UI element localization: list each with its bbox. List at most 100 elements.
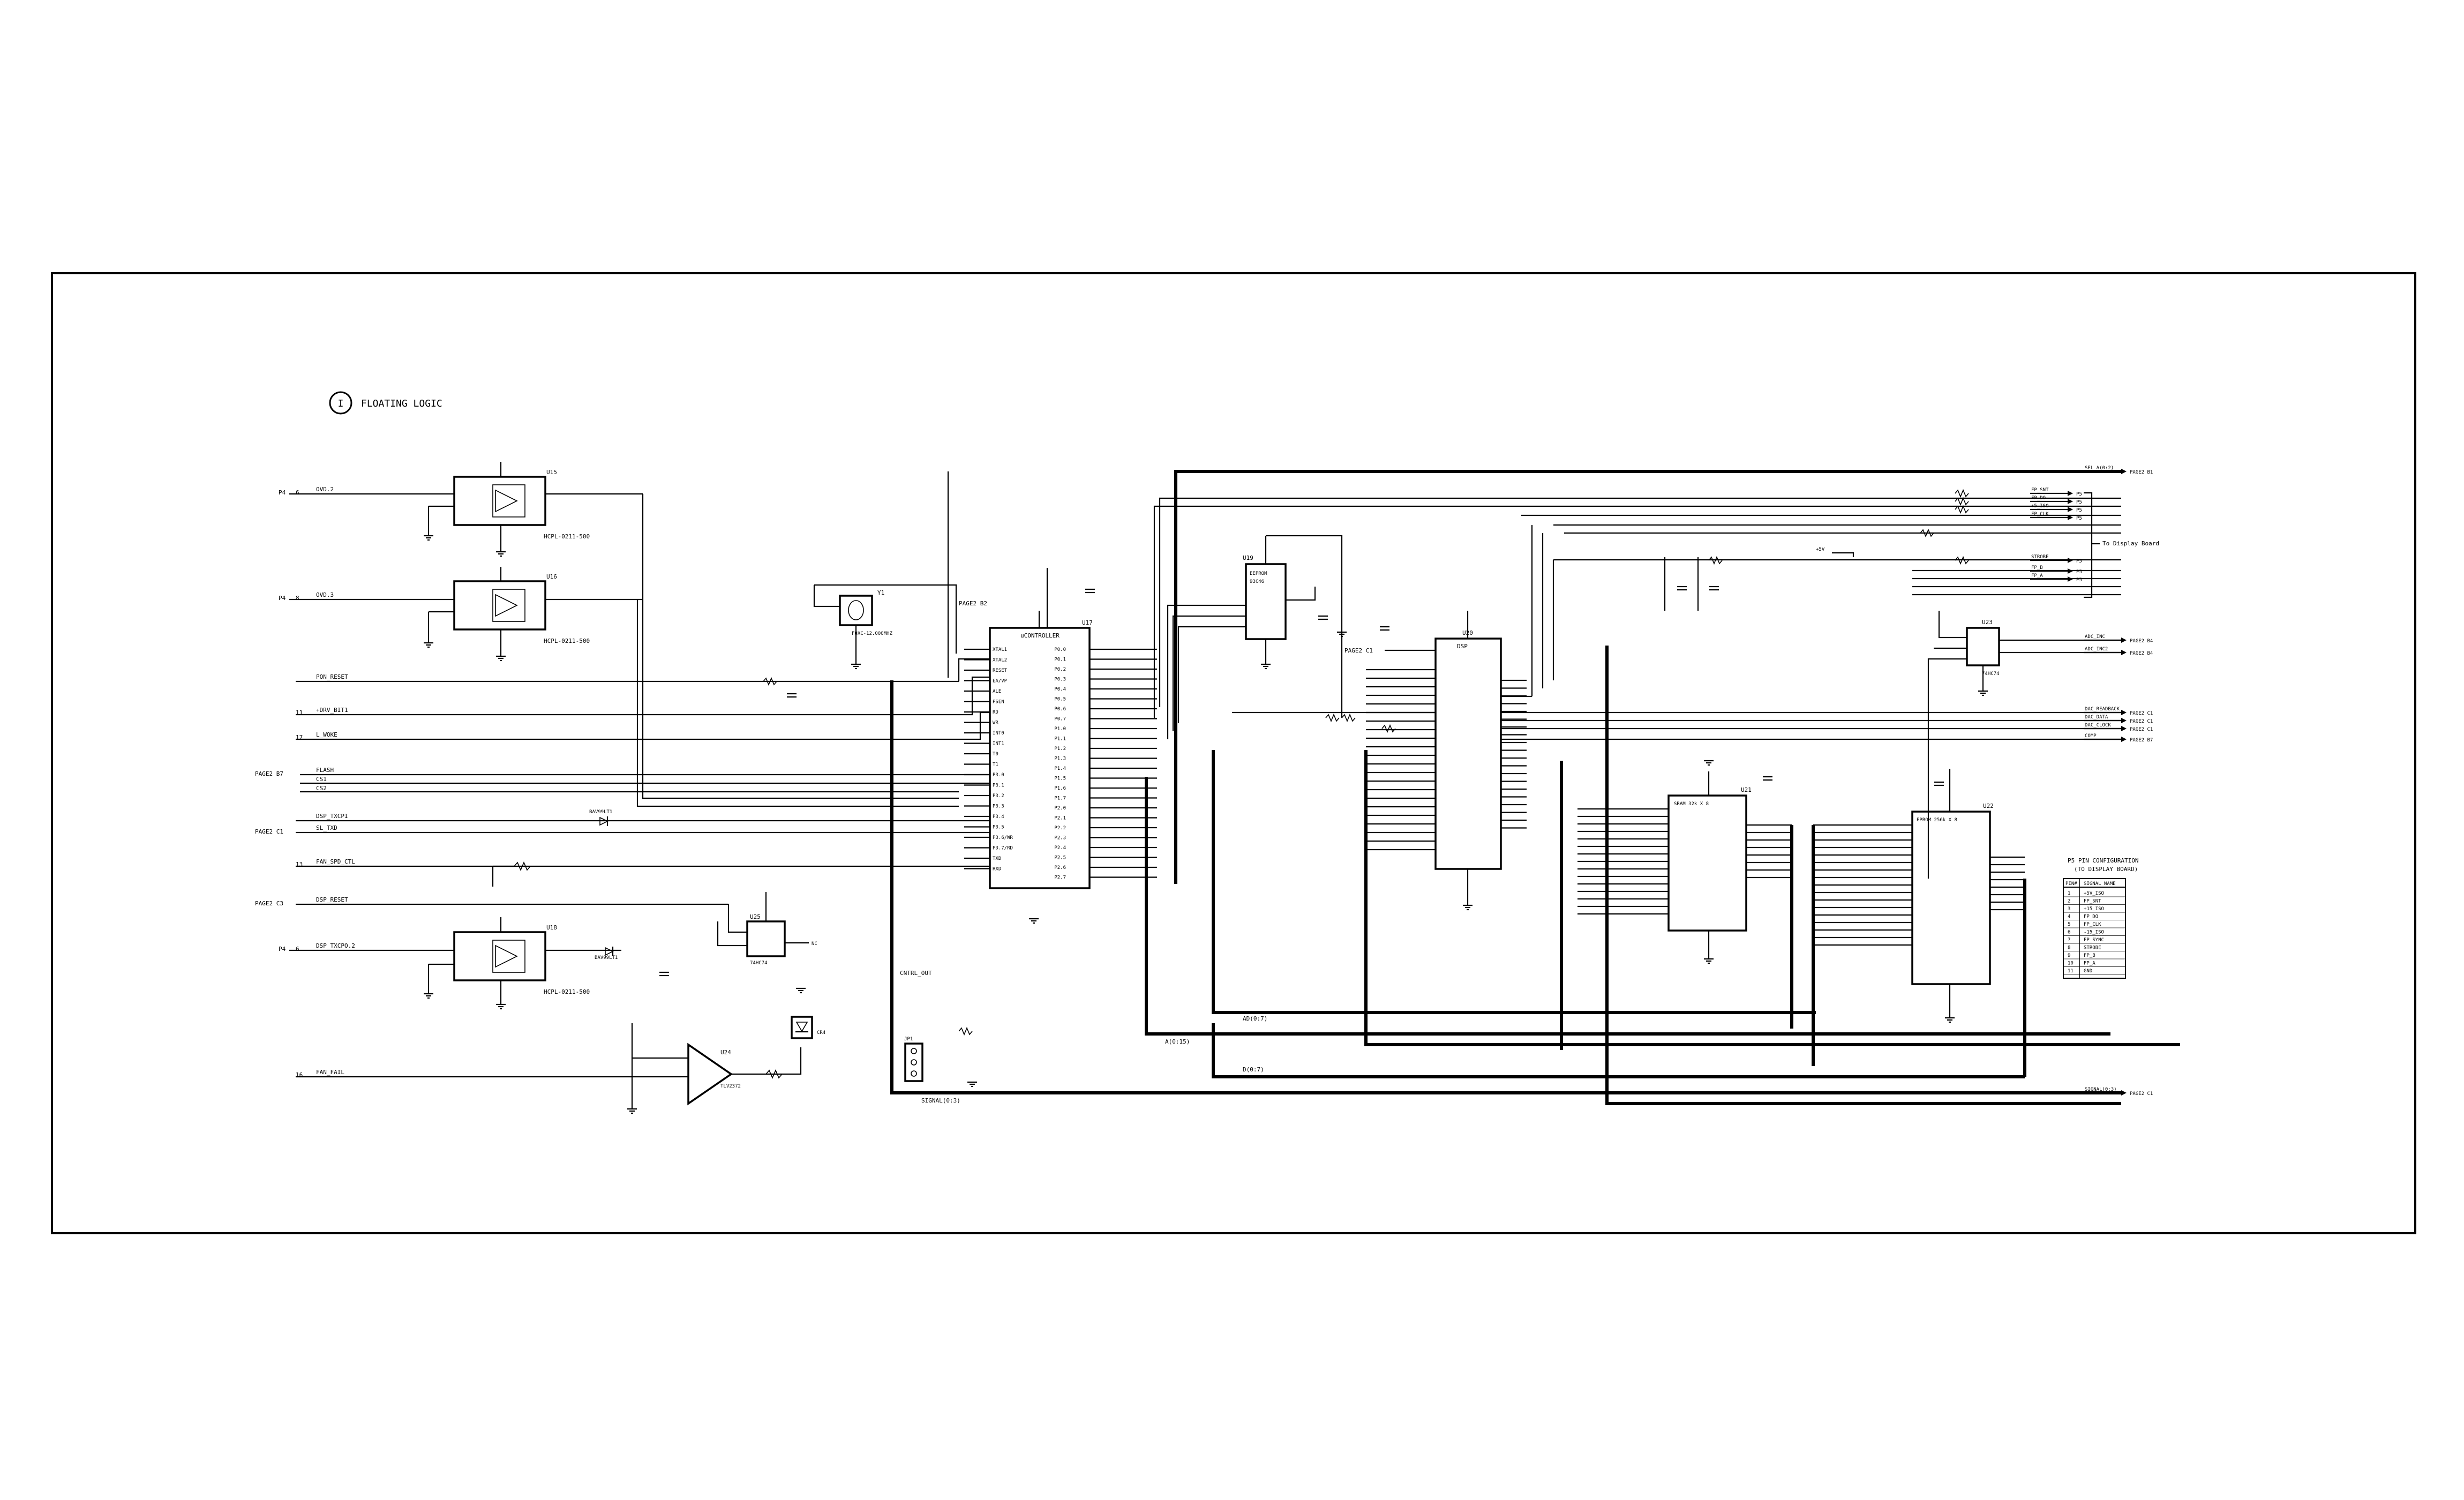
- output-net-label: FP_DO: [2031, 496, 2046, 501]
- eeprom-u19: EEPROM 93C46 U19: [1243, 536, 1316, 664]
- mcu-right-pin-label: P1.3: [1054, 756, 1066, 762]
- off-page-arrow: [2068, 491, 2073, 496]
- pin-table-title: P5 PIN CONFIGURATION: [2068, 857, 2138, 864]
- svg-text:74HC74: 74HC74: [750, 961, 768, 966]
- output-net-label: DAC_DATA: [2085, 715, 2108, 720]
- section-marker: [329, 391, 352, 415]
- mcu-right-pin-label: P2.0: [1054, 806, 1066, 811]
- output-ref-label: P5: [2076, 569, 2082, 575]
- net-fan-fail: FAN_FAIL: [316, 1069, 344, 1076]
- svg-text:PAGE2 B2: PAGE2 B2: [959, 600, 987, 607]
- mcu-right-pin-label: P1.2: [1054, 746, 1066, 752]
- output-ref-label: P5: [2076, 516, 2082, 521]
- off-page-arrow: [2121, 718, 2127, 723]
- output-net-label: STROBE: [2031, 554, 2049, 560]
- pin-table-pin: 8: [2068, 946, 2070, 951]
- output-ref-label: P5: [2076, 500, 2082, 505]
- mcu-right-pin-label: P0.5: [1054, 697, 1066, 702]
- mcu-left-pin-label: P3.6/WR: [993, 835, 1013, 841]
- net-fan-spd: FAN_SPD_CTL: [316, 858, 355, 865]
- svg-text:U23: U23: [1982, 619, 1993, 626]
- svg-text:U25: U25: [750, 913, 761, 920]
- pin-table-signal: FP_CLK: [2084, 922, 2101, 927]
- output-net-label: ADC_INC: [2085, 634, 2105, 640]
- mcu-left-pin-label: EA/VP: [993, 679, 1008, 684]
- sram-u21: SRAM 32k X 8 U21: [1667, 771, 1752, 959]
- pin-table-pin: 9: [2068, 953, 2070, 958]
- pageref-b7: PAGE2 B7: [255, 770, 283, 777]
- svg-text:93C46: 93C46: [1250, 579, 1264, 584]
- svg-text:U17: U17: [1082, 619, 1093, 626]
- net-cs2: CS2: [316, 785, 327, 792]
- net-l-woke: L_WOKE: [316, 731, 337, 738]
- svg-text:P4: P4: [279, 489, 286, 496]
- output-net-label: COMP: [2085, 733, 2097, 739]
- mcu-right-pin-label: P2.7: [1054, 875, 1066, 881]
- off-page-arrow: [2068, 507, 2073, 512]
- sheet-border: [51, 272, 2416, 1234]
- pin-table-pin: 11: [2068, 969, 2074, 974]
- mcu-left-pin-label: P3.5: [993, 825, 1004, 830]
- off-page-arrow: [2121, 650, 2127, 655]
- net-sl-txd: SL_TXD: [316, 824, 337, 831]
- net-dsp-txcpo: DSP_TXCPO.2: [316, 942, 355, 949]
- mcu-right-pin-label: P1.4: [1054, 766, 1066, 771]
- off-page-arrow: [2068, 515, 2073, 520]
- svg-text:8: 8: [296, 595, 299, 602]
- svg-text:TLV2372: TLV2372: [720, 1084, 741, 1089]
- output-net-label: FP_B: [2031, 565, 2043, 571]
- mcu-right-pin-label: P2.2: [1054, 826, 1066, 831]
- mcu-right-pin-label: P0.7: [1054, 717, 1066, 722]
- mcu-right-pin-label: P0.6: [1054, 707, 1066, 712]
- pin-table-pin: 6: [2068, 930, 2070, 935]
- sheet-title: FLOATING LOGIC: [361, 398, 442, 409]
- mcu-left-pin-label: XTAL1: [993, 647, 1007, 652]
- pin-table-pin: 7: [2068, 938, 2070, 943]
- svg-text:U16: U16: [546, 573, 557, 580]
- svg-text:6: 6: [296, 489, 299, 496]
- optocoupler-u16: U16 HCPL-0211-500: [427, 567, 643, 656]
- off-page-arrow: [2121, 1090, 2127, 1096]
- svg-text:AD(0:7): AD(0:7): [1243, 1015, 1267, 1022]
- svg-text:74HC74: 74HC74: [1982, 671, 2000, 677]
- svg-text:U19: U19: [1243, 554, 1253, 561]
- svg-text:PAGE2 C1: PAGE2 C1: [1344, 647, 1373, 654]
- off-page-arrow: [2121, 710, 2127, 715]
- pin-table-pin: 2: [2068, 899, 2070, 904]
- mcu-u17: uCONTROLLER U17 PAGE2 B2: [959, 568, 1093, 889]
- mcu-left-pin-label: T0: [993, 752, 998, 757]
- off-page-arrow: [2121, 737, 2127, 742]
- output-ref-label: PAGE2 C1: [2130, 719, 2153, 724]
- output-ref-label: PAGE2 C1: [2130, 727, 2153, 732]
- mcu-left-pin-label: RESET: [993, 668, 1008, 673]
- mcu-right-pin-label: P0.3: [1054, 677, 1066, 682]
- svg-text:D(0:7): D(0:7): [1243, 1066, 1264, 1073]
- output-ref-label: P5: [2076, 559, 2082, 564]
- output-net-label: ADC_INC2: [2085, 647, 2108, 652]
- net-pon-reset: PON_RESET: [316, 673, 348, 680]
- net-flash: FLASH: [316, 767, 334, 774]
- output-ref-label: PAGE2 B4: [2130, 639, 2153, 644]
- passive-components: [424, 489, 1988, 1114]
- svg-text:DSP: DSP: [1457, 643, 1468, 650]
- mcu-right-pin-label: P2.6: [1054, 865, 1066, 871]
- off-page-arrow: [2068, 576, 2073, 582]
- pin-table-signal: +15_ISO: [2084, 906, 2104, 912]
- mcu-right-pin-label: P2.4: [1054, 845, 1066, 851]
- output-net-label: SIGNAL(0:3): [2085, 1087, 2117, 1092]
- pin-table-signal: GND: [2084, 969, 2092, 974]
- off-page-arrow: [2121, 726, 2127, 731]
- buffer-u25: U25 74HC74 NC: [717, 892, 817, 966]
- bus-lines: A(0:15) AD(0:7) D(0:7) SIGNAL(0:3): [890, 470, 2180, 1105]
- svg-text:A(0:15): A(0:15): [1165, 1038, 1190, 1045]
- output-ref-label: PAGE2 B1: [2130, 470, 2153, 475]
- svg-text:EEPROM: EEPROM: [1250, 571, 1267, 576]
- mcu-right-pin-label: P0.2: [1054, 667, 1066, 672]
- off-page-arrow: [2068, 558, 2073, 563]
- section-marker-label: I: [338, 398, 344, 409]
- mcu-left-pins: XTAL1XTAL2RESETEA/VPALEPSENRDWRINT0INT1T…: [964, 647, 1013, 872]
- svg-text:P4: P4: [279, 595, 286, 602]
- svg-text:CNTRL_OUT: CNTRL_OUT: [900, 970, 932, 977]
- mcu-left-pin-label: RD: [993, 710, 998, 715]
- output-ref-label: PAGE2 C1: [2130, 1091, 2153, 1097]
